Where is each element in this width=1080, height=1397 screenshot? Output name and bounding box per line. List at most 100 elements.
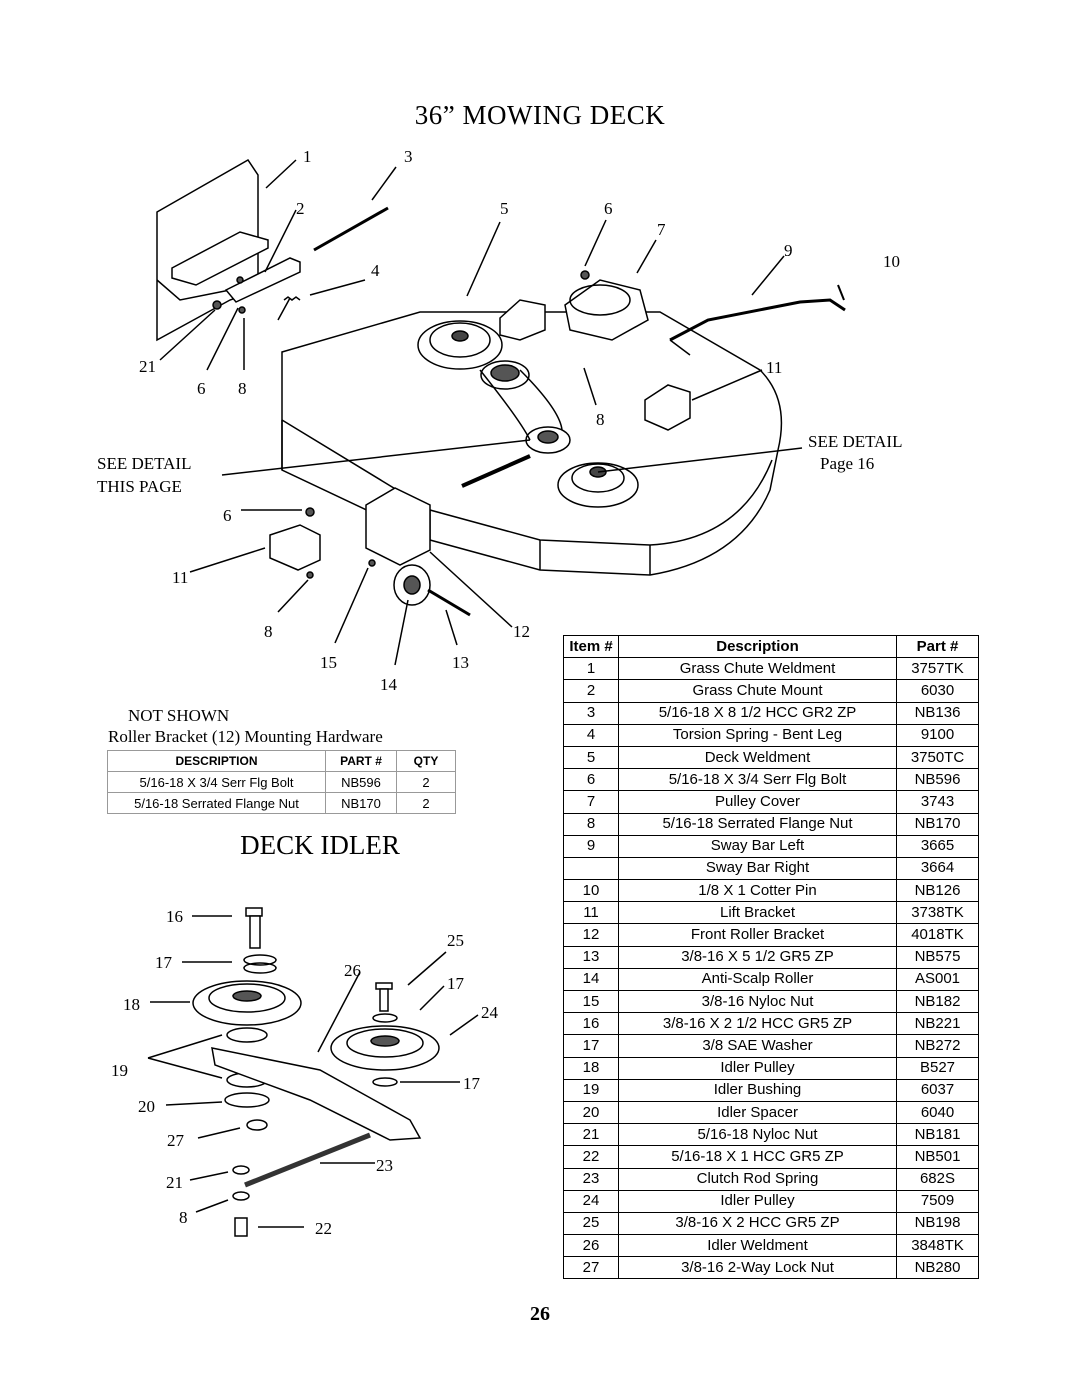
callout-4: 4 [371, 261, 380, 280]
idler-section-title: DECK IDLER [240, 830, 400, 860]
table-cell: 19 [563, 1078, 619, 1102]
table-cell: 6 [563, 768, 619, 792]
hardware-cell: 5/16-18 Serrated Flange Nut [107, 792, 326, 814]
table-cell: 5/16-18 Nyloc Nut [618, 1123, 897, 1147]
hardware-cell: 2 [396, 792, 456, 814]
table-cell: 5/16-18 X 8 1/2 HCC GR2 ZP [618, 701, 897, 725]
see-detail-left-line1: SEE DETAIL [97, 454, 192, 473]
table-cell: 9100 [896, 723, 979, 747]
table-cell: AS001 [896, 967, 979, 992]
table-cell: 5 [563, 745, 619, 770]
table-cell: 20 [563, 1100, 619, 1125]
callout-25: 25 [447, 931, 464, 950]
hardware-col-part: PART # [325, 750, 397, 772]
table-cell: NB575 [896, 945, 979, 969]
callout-27: 27 [167, 1131, 184, 1150]
callout-6: 6 [604, 199, 613, 218]
not-shown-subheading: Roller Bracket (12) Mounting Hardware [108, 727, 383, 746]
parts-table-header: Item # Description Part # [563, 634, 979, 659]
see-detail-page-16: SEE DETAIL Page 16 [808, 431, 902, 475]
table-cell: 18 [563, 1056, 619, 1080]
callout-8b: 8 [596, 410, 605, 429]
page-title: 36” MOWING DECK [414, 100, 666, 130]
hardware-cell: 5/16-18 X 3/4 Serr Flg Bolt [107, 771, 326, 793]
table-cell: NB182 [896, 989, 979, 1014]
callout-6b: 6 [197, 379, 206, 398]
table-cell: NB272 [896, 1034, 979, 1058]
table-cell: Grass Chute Mount [618, 679, 897, 703]
table-cell: 5/16-18 X 1 HCC GR5 ZP [618, 1145, 897, 1169]
hardware-table-header: DESCRIPTION PART # QTY [107, 750, 456, 772]
callout-5: 5 [500, 199, 509, 218]
table-cell: Anti-Scalp Roller [618, 967, 897, 992]
table-cell: 7509 [896, 1189, 979, 1213]
table-cell: Idler Bushing [618, 1078, 897, 1102]
callout-8d: 8 [179, 1208, 188, 1227]
table-cell: 11 [563, 901, 619, 925]
table-cell: Sway Bar Left [618, 834, 897, 858]
see-detail-left-line2: THIS PAGE [97, 477, 182, 496]
callout-10: 10 [883, 252, 900, 271]
callout-11b: 11 [172, 568, 189, 587]
table-cell: NB596 [896, 768, 979, 792]
table-cell: NB136 [896, 701, 979, 725]
table-cell: Lift Bracket [618, 901, 897, 925]
table-cell: 3757TK [896, 657, 979, 681]
table-cell: NB280 [896, 1256, 979, 1280]
table-cell: 3/8 SAE Washer [618, 1034, 897, 1058]
table-cell: 3/8-16 X 2 HCC GR5 ZP [618, 1211, 897, 1236]
table-cell: 25 [563, 1211, 619, 1236]
table-cell: Grass Chute Weldment [618, 657, 897, 681]
table-cell: 26 [563, 1234, 619, 1258]
callout-21: 21 [166, 1173, 183, 1192]
table-cell: 27 [563, 1256, 619, 1280]
callout-14: 14 [380, 675, 397, 694]
callout-21: 21 [139, 357, 156, 376]
table-cell [563, 856, 619, 881]
table-cell: 6037 [896, 1078, 979, 1102]
see-detail-this-page: SEE DETAIL THIS PAGE [97, 452, 191, 498]
table-cell: 17 [563, 1034, 619, 1058]
callout-13: 13 [452, 653, 469, 672]
callout-12: 12 [513, 622, 530, 641]
table-cell: 1/8 X 1 Cotter Pin [618, 879, 897, 903]
table-cell: 3665 [896, 834, 979, 858]
table-cell: Front Roller Bracket [618, 923, 897, 947]
mowing-deck-diagram [156, 159, 846, 666]
see-detail-right-line2: Page 16 [820, 454, 875, 473]
callout-2: 2 [296, 199, 305, 218]
callout-11: 11 [766, 358, 783, 377]
table-cell: 3738TK [896, 901, 979, 925]
table-cell: 15 [563, 989, 619, 1014]
table-cell: Deck Weldment [618, 745, 897, 770]
table-cell: 5/16-18 Serrated Flange Nut [618, 812, 897, 836]
hardware-cell: NB596 [325, 771, 397, 793]
table-cell: Idler Pulley [618, 1189, 897, 1213]
callout-26: 26 [344, 961, 361, 980]
table-cell: 3/8-16 X 2 1/2 HCC GR5 ZP [618, 1012, 897, 1036]
col-item: Item # [563, 634, 619, 659]
callout-20: 20 [138, 1097, 155, 1116]
table-cell: 21 [563, 1123, 619, 1147]
hardware-row: 5/16-18 X 3/4 Serr Flg Bolt NB596 2 [107, 771, 456, 793]
table-cell: 5/16-18 X 3/4 Serr Flg Bolt [618, 768, 897, 792]
table-cell: Idler Weldment [618, 1234, 897, 1258]
table-cell: 9 [563, 834, 619, 858]
